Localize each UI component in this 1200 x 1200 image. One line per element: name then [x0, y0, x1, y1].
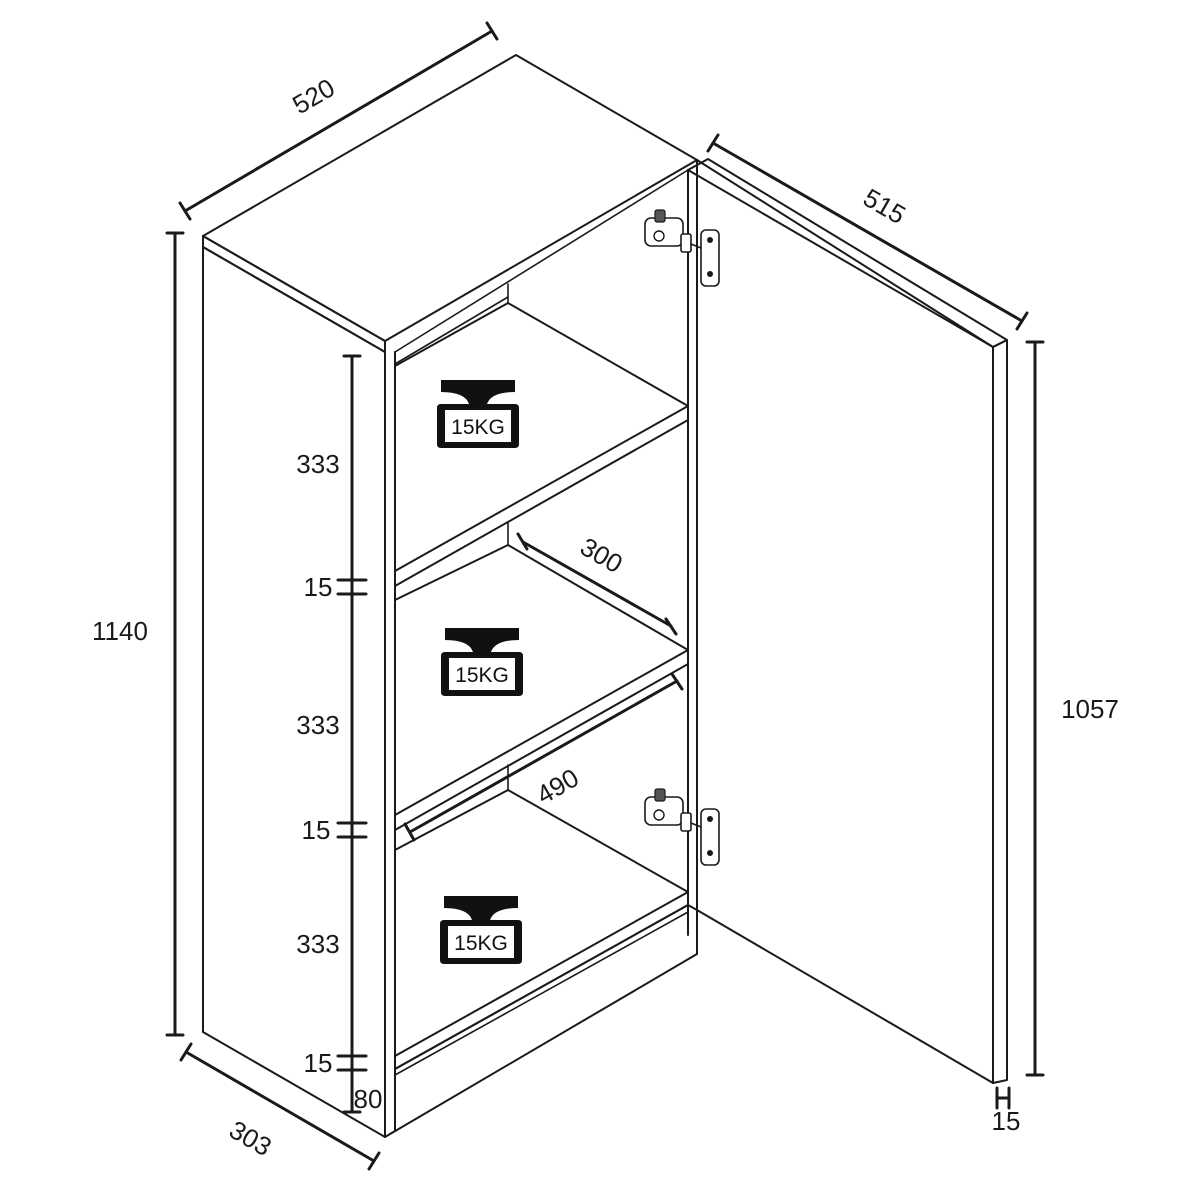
weight-icon [441, 380, 515, 404]
dim-depth: 303 [179, 1042, 381, 1171]
weight-icon [445, 628, 519, 652]
load-badge: 15KG [440, 896, 522, 964]
dim-shelf-depth: 300 [516, 531, 678, 636]
label-door-height: 1057 [1061, 694, 1119, 724]
dim-door-height: 1057 [1025, 340, 1119, 1077]
label-compartment-1: 333 [296, 449, 339, 479]
dim-door-thickness: 15 [992, 1086, 1021, 1136]
load-badge-label: 15KG [455, 664, 509, 687]
label-plinth-height: 80 [354, 1084, 383, 1114]
cabinet-door [687, 158, 1008, 1084]
dim-inner-heights: 333 15 333 15 333 15 80 [296, 354, 383, 1114]
load-badge-label: 15KG [451, 416, 505, 439]
weight-icon [444, 896, 518, 920]
load-badge: 15KG [437, 380, 519, 448]
label-shelf-thickness-3: 15 [304, 1048, 333, 1078]
left-side-panel [202, 246, 386, 1138]
label-compartment-2: 333 [296, 710, 339, 740]
label-shelf-thickness-1: 15 [304, 572, 333, 602]
label-inner-width: 490 [531, 762, 584, 810]
label-total-height: 1140 [92, 616, 148, 646]
load-badge-label: 15KG [454, 932, 508, 955]
shelf-middle [394, 544, 689, 831]
hinge-icon [644, 209, 720, 287]
label-door-thickness: 15 [992, 1106, 1021, 1136]
plinth [384, 904, 698, 1138]
dim-door-width: 515 [706, 133, 1029, 331]
label-compartment-3: 333 [296, 929, 339, 959]
dim-inner-width: 490 [403, 672, 684, 842]
label-shelf-depth: 300 [575, 531, 628, 579]
label-door-width: 515 [858, 182, 911, 230]
label-depth: 303 [224, 1114, 277, 1162]
load-badge: 15KG [441, 628, 523, 696]
dim-total-height: 1140 [92, 231, 185, 1037]
dim-top-width: 520 [178, 21, 499, 221]
cabinet-body [202, 54, 698, 1138]
shelf-upper [394, 302, 689, 587]
hinge-icon [644, 788, 720, 866]
label-top-width: 520 [287, 72, 340, 120]
label-shelf-thickness-2: 15 [302, 815, 331, 845]
top-panel-front-edge [202, 235, 386, 353]
top-panel [202, 54, 698, 342]
